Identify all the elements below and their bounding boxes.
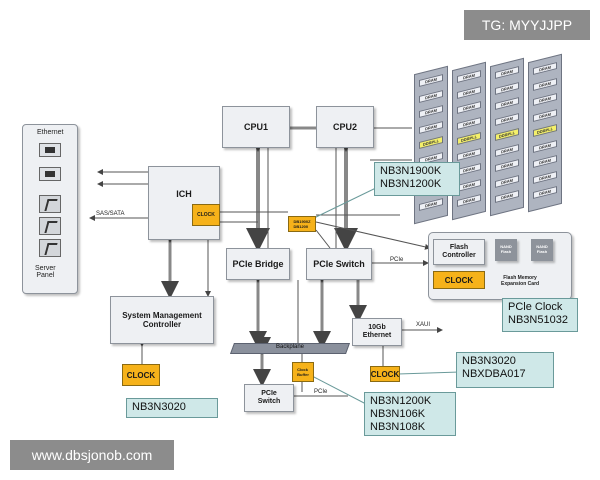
dram-chip: DRAM: [419, 105, 443, 118]
dram-chip: DRAM: [457, 163, 481, 176]
flash-card-label: Flash Memory Expansion Card: [501, 275, 540, 287]
dram-chip: DRAM: [495, 97, 519, 110]
dram-chip: DRAM: [533, 93, 557, 106]
dram-chip: DRAM: [457, 116, 481, 130]
smc-block: System Management Controller: [110, 296, 214, 344]
dram-chip: DRAM: [457, 70, 481, 83]
drive-bay-icon: [39, 195, 61, 213]
ich-block: ICH: [148, 166, 220, 240]
dram-chip: DRAM: [495, 143, 519, 157]
pcie-switch-block: PCIe Switch: [306, 248, 372, 280]
dram-chip: DRAM: [495, 159, 519, 172]
ethernet-10gb-block: 10Gb Ethernet: [352, 318, 402, 346]
dram-chip: DRAM: [495, 112, 519, 126]
dimm-module: DRAM DRAM DRAM DRAM DDRPLL DRAM DRAM DRAM DRAM: [528, 53, 562, 213]
dram-chip: DRAM: [495, 66, 519, 79]
dram-chip: DRAM: [533, 108, 557, 122]
ethernet-port-icon: [39, 143, 61, 157]
server-panel-ethernet-label: Ethernet: [37, 129, 64, 136]
dram-chip: DRAM: [419, 120, 443, 134]
ethernet-port-icon: [39, 167, 61, 181]
flash-expansion-card: Flash Controller NAND Flash NAND Flash C…: [428, 232, 572, 300]
ddr-pll-chip: DDRPLL: [533, 124, 557, 137]
callout-nb3n3020-left: NB3N3020: [126, 398, 218, 418]
callout-nb3n3020-right: NB3N3020 NBXDBA017: [456, 352, 554, 388]
watermark-top: TG: MYYJJPP: [464, 10, 590, 40]
ich-clock: CLOCK: [192, 204, 220, 226]
flash-controller-block: Flash Controller: [433, 239, 485, 265]
dram-chip: DRAM: [457, 194, 481, 207]
server-panel-label: Server Panel: [35, 265, 56, 279]
pointer-nb3n1900k: [313, 185, 381, 219]
dimm-module: DRAM DRAM DRAM DRAM DDRPLL DRAM DRAM DRAM DRAM: [452, 61, 486, 221]
smc-clock: CLOCK: [122, 364, 160, 386]
cpu1-block: CPU1: [222, 106, 290, 148]
dram-chip: DRAM: [495, 174, 519, 188]
cpu2-block: CPU2: [316, 106, 374, 148]
dram-chip: DRAM: [419, 198, 443, 211]
pcie-switch-bottom-block: PCIe Switch: [244, 384, 294, 412]
callout-pcie-clock: PCle Clock NB3N51032: [502, 298, 578, 332]
callout-nb3n1200k: NB3N1200K NB3N106K NB3N108K: [364, 392, 456, 436]
dram-chip: DRAM: [533, 170, 557, 184]
wire-db-switch: [315, 229, 331, 249]
pointer-nb3n3020: [397, 371, 461, 375]
dimm-module: DRAM DRAM DRAM DRAM DDRPLL DRAM DRAM DRAM DRAM: [490, 57, 524, 217]
dram-chip: DRAM: [419, 74, 443, 87]
wire-db-flash: [315, 221, 431, 250]
xaui-label: XAUI: [416, 322, 431, 328]
dram-chip: DRAM: [533, 155, 557, 168]
watermark-bottom: www.dbsjonob.com: [10, 440, 174, 470]
server-panel: Ethernet Server Panel: [22, 124, 78, 294]
db-clock-chip: DB1900Z DB1200: [288, 216, 316, 232]
pcie-bottom-label: PCIe: [314, 389, 328, 395]
backplane-label: Backplane: [276, 344, 305, 350]
flash-clock: CLOCK: [433, 271, 485, 289]
sas-sata-label: SAS/SATA: [96, 211, 125, 217]
pcie-flash-label: PCIe: [390, 257, 404, 263]
dram-chip: DRAM: [457, 101, 481, 114]
dram-chip: DRAM: [533, 186, 557, 199]
dram-chip: DRAM: [457, 85, 481, 99]
callout-nb3n1900k: NB3N1900K NB3N1200K: [374, 162, 460, 196]
nand-flash-chip: NAND Flash: [531, 239, 553, 261]
ddr-pll-chip: DDRPLL: [495, 128, 519, 141]
nand-flash-chip: NAND Flash: [495, 239, 517, 261]
dram-chip: DRAM: [533, 139, 557, 153]
dram-chip: DRAM: [457, 178, 481, 192]
clock-buffer: Clock Buffer: [292, 362, 314, 382]
dram-chip: DRAM: [533, 77, 557, 91]
dram-chip: DRAM: [495, 81, 519, 95]
drive-bay-icon: [39, 239, 61, 257]
pointer-nb3n1200k: [311, 375, 367, 405]
pcie-bridge-block: PCIe Bridge: [226, 248, 290, 280]
ddr-pll-chip: DDRPLL: [457, 132, 481, 145]
ddr-pll-chip: DDRPLL: [419, 136, 443, 149]
dram-chip: DRAM: [419, 89, 443, 103]
drive-bay-icon: [39, 217, 61, 235]
eth-clock: CLOCK: [370, 366, 400, 382]
dram-chip: DRAM: [495, 190, 519, 203]
dram-chip: DRAM: [457, 147, 481, 161]
dram-chip: DRAM: [533, 62, 557, 75]
